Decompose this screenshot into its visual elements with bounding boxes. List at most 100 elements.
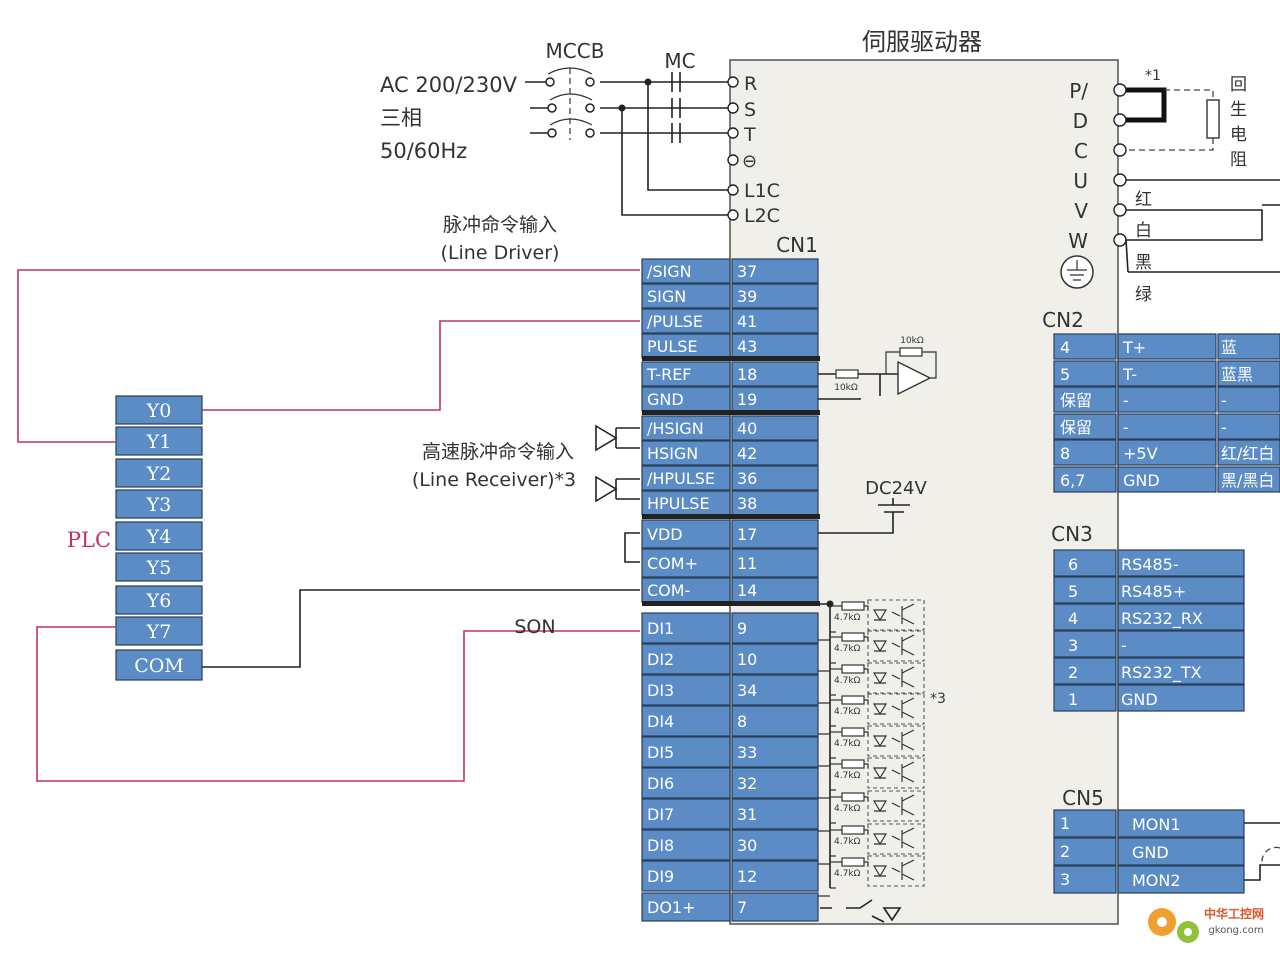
di-input-circuit: 4.7kΩ — [818, 662, 925, 704]
plc-pin-label: Y0 — [146, 400, 172, 422]
cn1-signal-cell — [641, 860, 731, 892]
cn1-signal-cell — [641, 798, 731, 830]
cn2-color: 红/红白 — [1221, 444, 1274, 463]
cn1-signal: DI8 — [647, 836, 674, 855]
cn1-signal-cell — [641, 674, 731, 706]
cn1-pin: 19 — [737, 390, 757, 409]
cn2-signal: T+ — [1122, 338, 1146, 357]
plc-pin-label: Y2 — [146, 463, 172, 485]
cn1-signal-cell — [641, 415, 731, 441]
cn1-pin-cell — [731, 548, 819, 578]
plc-pin: COM — [115, 649, 203, 681]
cn2-signal-cell — [1117, 466, 1217, 493]
resistor-icon — [835, 369, 859, 379]
cn1-label: CN1 — [776, 233, 818, 257]
cn2-signal: +5V — [1123, 444, 1158, 463]
di-resistor-label: 4.7kΩ — [834, 771, 861, 781]
cn1-signal: /HPULSE — [647, 469, 715, 488]
motor-wire-green: 绿 — [1135, 285, 1152, 305]
cn3-pin-cell — [1053, 657, 1117, 685]
terminal-r: R — [744, 73, 757, 95]
cn1-signal-cell — [641, 892, 731, 922]
cn3-pin-cell — [1053, 603, 1117, 631]
opamp-icon — [897, 360, 932, 396]
cn1-signal: /PULSE — [647, 312, 703, 331]
cn2-signal-cell — [1117, 439, 1217, 466]
cn3-signal: - — [1121, 636, 1127, 655]
cn3-signal-cell — [1117, 684, 1245, 712]
cn2-color-cell — [1217, 466, 1280, 493]
cn2-signal-cell — [1117, 333, 1217, 360]
cn3-signal: RS232_TX — [1121, 663, 1202, 683]
cn1-signal-cell — [641, 386, 731, 412]
motor-wire-black: 黑 — [1135, 253, 1152, 273]
cn1-pin: 31 — [737, 805, 757, 824]
cn5-signal-cell — [1117, 865, 1245, 894]
cn2-color-cell — [1217, 386, 1280, 413]
di-resistor-label: 4.7kΩ — [834, 804, 861, 814]
cn1-pin-cell — [731, 283, 819, 309]
cn1-pin: 30 — [737, 836, 757, 855]
cn1-signal: /HSIGN — [647, 419, 704, 438]
terminal-l2c: L2C — [744, 205, 780, 227]
cn2-color-cell — [1217, 333, 1280, 360]
cn1-signal-cell — [641, 308, 731, 334]
cn1-signal-cell — [641, 440, 731, 466]
regen-note: *1 — [1145, 68, 1161, 84]
power-wiring — [525, 67, 730, 216]
cn2-signal: - — [1123, 391, 1129, 410]
terminal-d: D — [1073, 109, 1088, 133]
cn1-pin: 17 — [737, 525, 757, 544]
cn1-row: COM-14 — [641, 577, 819, 603]
cn3-pin-cell — [1053, 576, 1117, 604]
cn1-signal-cell — [641, 643, 731, 675]
cn5-pin-cell — [1053, 837, 1117, 866]
cn1-pin-cell — [731, 892, 819, 922]
plc-pin-label: Y5 — [146, 557, 172, 579]
di-resistor-label: 4.7kΩ — [834, 644, 861, 654]
cn3-signal: RS485+ — [1121, 582, 1186, 601]
cn3-signal-cell — [1117, 657, 1245, 685]
cn3-pin-cell — [1053, 549, 1117, 577]
cn3-label: CN3 — [1051, 522, 1093, 546]
cn2-pin: 4 — [1060, 338, 1070, 357]
cn1-signal: /SIGN — [647, 262, 692, 281]
cn2-color-cell — [1217, 413, 1280, 440]
plc-pin: Y2 — [115, 458, 203, 488]
motor-wiring: 红 白 黑 绿 — [1125, 179, 1280, 305]
plc-pin-label: Y1 — [146, 431, 172, 453]
cn1-row: /HPULSE 36 — [641, 465, 819, 491]
optocoupler-icon — [867, 630, 925, 662]
cn1-signal-cell — [641, 519, 731, 549]
cn1-signal: DI5 — [647, 743, 674, 762]
resistor-icon — [841, 792, 865, 802]
pulse-cmd-sub: (Line Driver) — [441, 242, 560, 264]
mccb-label: MCCB — [546, 39, 605, 63]
motor-wire-white: 白 — [1135, 221, 1152, 241]
ground-icon — [1060, 255, 1094, 289]
optocoupler-icon — [867, 757, 925, 789]
cn5-pin-cell — [1053, 809, 1117, 838]
cn3-signal-cell — [1117, 630, 1245, 658]
plc-pin: Y6 — [115, 585, 203, 615]
cn1-pin-cell — [731, 465, 819, 491]
drive-title: 伺服驱动器 — [862, 28, 982, 56]
cn1-pin: 36 — [737, 469, 757, 488]
cn1-signal: DI1 — [647, 619, 674, 638]
plc-pin-cell — [115, 489, 203, 519]
power-phase: 三相 — [380, 106, 422, 130]
output-terminals: P/ D C U V W — [1060, 79, 1127, 289]
cn1-signal-cell — [641, 465, 731, 491]
cn1-signal-cell — [641, 258, 731, 284]
hs-pulse-cmd-label: 高速脉冲命令输入 — [422, 441, 574, 463]
cn5-pin-cell — [1053, 865, 1117, 894]
cn1-signal: T-REF — [646, 365, 692, 384]
